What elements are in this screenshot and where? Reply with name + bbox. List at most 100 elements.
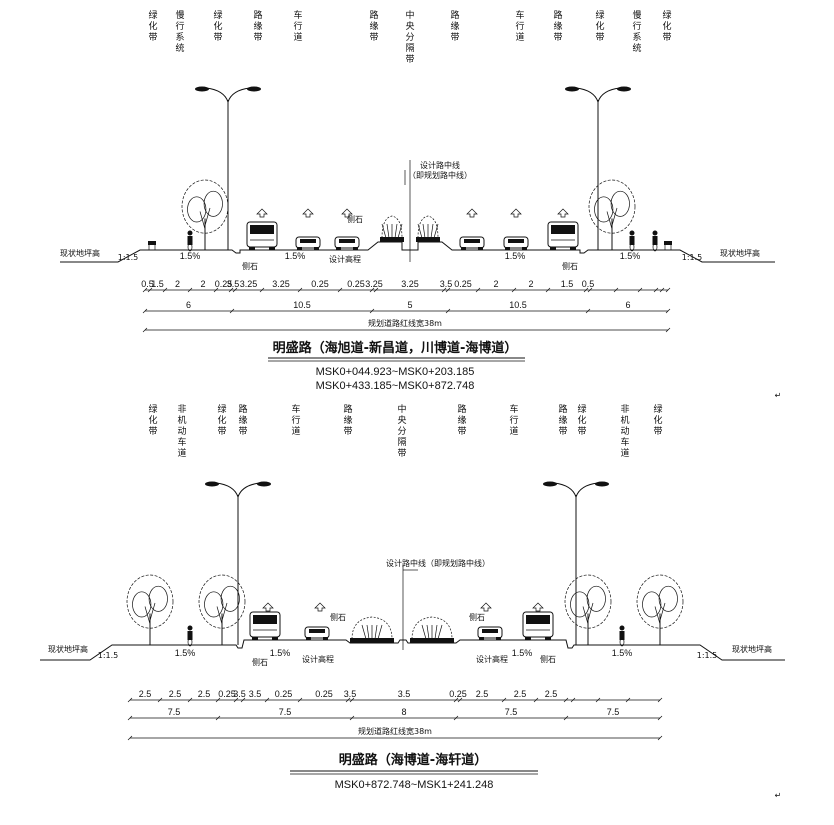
arrow-icon bbox=[532, 602, 544, 612]
dim-row2-tick bbox=[369, 308, 375, 314]
dim-row1-tick bbox=[162, 287, 168, 293]
median-shrub-icon bbox=[416, 215, 440, 242]
tree-icon bbox=[126, 574, 174, 645]
zone-label: 非机动车道 bbox=[177, 403, 186, 459]
tree-icon bbox=[636, 574, 684, 645]
arrow-icon bbox=[466, 208, 478, 218]
total-tick bbox=[657, 735, 663, 741]
zone-label: 绿化带 bbox=[595, 9, 604, 43]
curb-label: 侧石 bbox=[469, 612, 485, 622]
dim-row1-label: 3.25 bbox=[365, 279, 383, 289]
car-icon bbox=[459, 236, 485, 250]
car-icon bbox=[503, 236, 529, 250]
section1-title-text: 明盛路（海旭道-新昌道，川博道-海博道） bbox=[273, 340, 518, 356]
zone-label: 路缘带 bbox=[238, 403, 247, 437]
dim-row2-tick bbox=[349, 715, 355, 721]
dim-row1-tick bbox=[475, 287, 481, 293]
dim-row2-label: 5 bbox=[407, 300, 412, 310]
dim-row1-tick bbox=[228, 287, 234, 293]
car-icon bbox=[295, 236, 321, 250]
zone-label: 路缘带 bbox=[369, 9, 378, 43]
dim-row1-tick bbox=[369, 287, 375, 293]
dim-row1-label: 1.5 bbox=[151, 279, 164, 289]
zone-label: 车行道 bbox=[515, 9, 524, 43]
crossfall: 1.5% bbox=[512, 648, 533, 658]
dim-row1-label: 0.25 bbox=[311, 279, 329, 289]
dim-row2-label: 6 bbox=[186, 300, 191, 310]
dim-row1-label: 0.5 bbox=[582, 279, 595, 289]
dim-row1-label: 2.5 bbox=[476, 689, 489, 699]
cyclist-icon bbox=[652, 230, 658, 252]
bus-icon bbox=[246, 221, 278, 250]
curb-label: 侧石 bbox=[252, 657, 268, 667]
dim-row1-tick bbox=[457, 697, 463, 703]
dim-row2-tick bbox=[585, 308, 591, 314]
cyclist-icon bbox=[629, 230, 635, 252]
dim-row2-tick bbox=[563, 715, 569, 721]
total-width-label: 规划道路红线宽38m bbox=[358, 726, 432, 736]
dim-row2-label: 10.5 bbox=[293, 300, 311, 310]
dim-row1-tick bbox=[215, 697, 221, 703]
dim-row2-label: 7.5 bbox=[505, 707, 518, 717]
dim-row1-tick bbox=[595, 697, 601, 703]
dim-row2-tick bbox=[215, 715, 221, 721]
zone-label: 路缘带 bbox=[343, 403, 352, 437]
zone-label: 慢行系统 bbox=[175, 9, 184, 54]
station-range: MSK0+044.923~MSK0+203.185 bbox=[316, 366, 475, 378]
zone-label: 车行道 bbox=[291, 403, 300, 437]
dim-row1-tick bbox=[259, 287, 265, 293]
bench-icon bbox=[664, 241, 672, 250]
crossfall: 1.5% bbox=[180, 251, 201, 261]
dim-row2-label: 6 bbox=[625, 300, 630, 310]
cyclist-icon bbox=[187, 625, 193, 647]
dim-row2-tick bbox=[445, 308, 451, 314]
dim-row1-label: 3.25 bbox=[401, 279, 419, 289]
dim-row2-label: 10.5 bbox=[509, 300, 527, 310]
zone-label: 中央分隔带 bbox=[397, 403, 406, 459]
dim-row1-tick bbox=[187, 697, 193, 703]
cyclist-icon bbox=[187, 230, 193, 252]
dim-row1-label: 0.25 bbox=[347, 279, 365, 289]
road-profile bbox=[60, 241, 775, 263]
dim-row1-tick bbox=[233, 697, 239, 703]
design-elev-label: 设计高程 bbox=[329, 254, 361, 264]
dim-row1-tick bbox=[157, 697, 163, 703]
dim-row1-tick bbox=[637, 287, 643, 293]
dim-row1-label: 0.25 bbox=[215, 279, 233, 289]
ground-label: 现状地坪高 bbox=[720, 248, 760, 258]
crossfall: 1.5% bbox=[620, 251, 641, 261]
dim-row1-tick bbox=[345, 697, 351, 703]
zone-label: 路缘带 bbox=[553, 9, 562, 43]
dim-row1-tick bbox=[583, 287, 589, 293]
total-tick bbox=[142, 327, 148, 333]
crossfall: 1.5% bbox=[285, 251, 306, 261]
dim-row1-tick bbox=[657, 697, 663, 703]
dim-row1-tick bbox=[264, 697, 270, 703]
bus-icon bbox=[547, 221, 579, 250]
dim-row1-tick bbox=[613, 287, 619, 293]
dim-row1-tick bbox=[570, 697, 576, 703]
curb-label: 侧石 bbox=[242, 261, 258, 271]
cyclist-icon bbox=[619, 625, 625, 647]
dim-row1-label: 2.5 bbox=[514, 689, 527, 699]
dim-row2-tick bbox=[142, 308, 148, 314]
car-icon bbox=[334, 236, 360, 250]
arrow-icon bbox=[480, 602, 492, 612]
dim-row1-tick bbox=[665, 287, 671, 293]
tree-icon bbox=[181, 179, 229, 250]
dim-row1-label: 0.25 bbox=[218, 689, 236, 699]
dim-row1-label: 0.25 bbox=[449, 689, 467, 699]
paragraph-mark: ↵ bbox=[775, 791, 782, 800]
dim-row1-tick bbox=[563, 697, 569, 703]
dim-row1-tick bbox=[213, 287, 219, 293]
bus-icon bbox=[522, 611, 554, 640]
zone-label: 绿化带 bbox=[577, 403, 586, 437]
arrow-icon bbox=[302, 208, 314, 218]
car-icon bbox=[477, 626, 503, 640]
dim-row1-label: 3.25 bbox=[272, 279, 290, 289]
dim-row1-label: 2 bbox=[200, 279, 205, 289]
zone-label: 绿化带 bbox=[148, 9, 157, 43]
dim-row2-tick bbox=[453, 715, 459, 721]
zone-label: 中央分隔带 bbox=[405, 9, 414, 65]
